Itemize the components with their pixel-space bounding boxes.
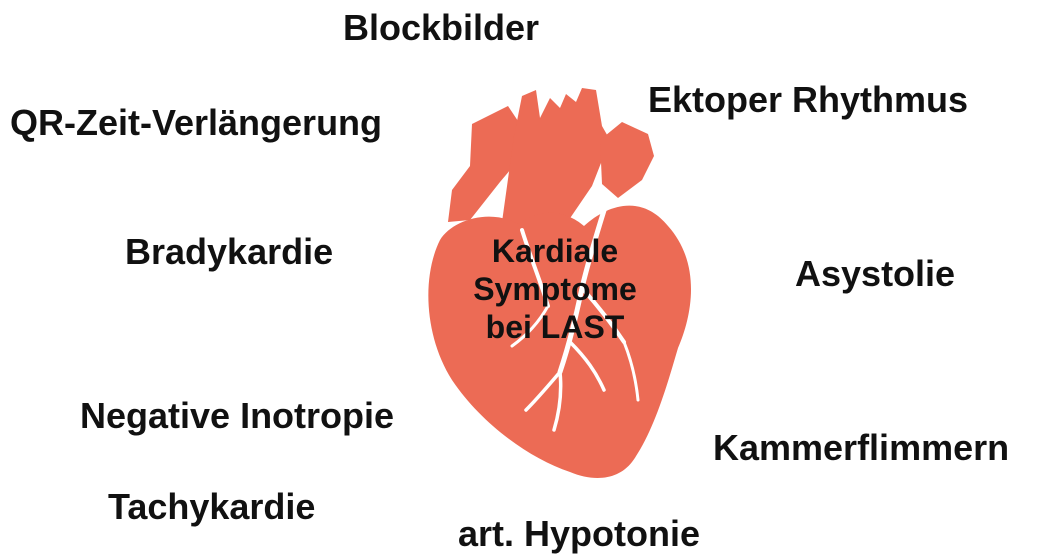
symptom-label-kammerflimmern: Kammerflimmern — [713, 428, 1009, 468]
symptom-label-tachykardie: Tachykardie — [108, 487, 315, 527]
symptom-label-ektoper-rhythmus: Ektoper Rhythmus — [648, 80, 968, 120]
symptom-label-asystolie: Asystolie — [795, 254, 955, 294]
symptom-label-negative-inotropie: Negative Inotropie — [80, 396, 394, 436]
center-title-line-3: bei LAST — [425, 308, 685, 346]
symptom-label-blockbilder: Blockbilder — [343, 8, 539, 48]
symptom-label-art-hypotonie: art. Hypotonie — [458, 514, 700, 554]
center-title-line-2: Symptome — [425, 270, 685, 308]
symptom-label-qr-zeit: QR-Zeit-Verlängerung — [10, 103, 382, 143]
symptom-label-bradykardie: Bradykardie — [125, 232, 333, 272]
center-title-line-1: Kardiale — [425, 232, 685, 270]
center-title: Kardiale Symptome bei LAST — [425, 232, 685, 346]
